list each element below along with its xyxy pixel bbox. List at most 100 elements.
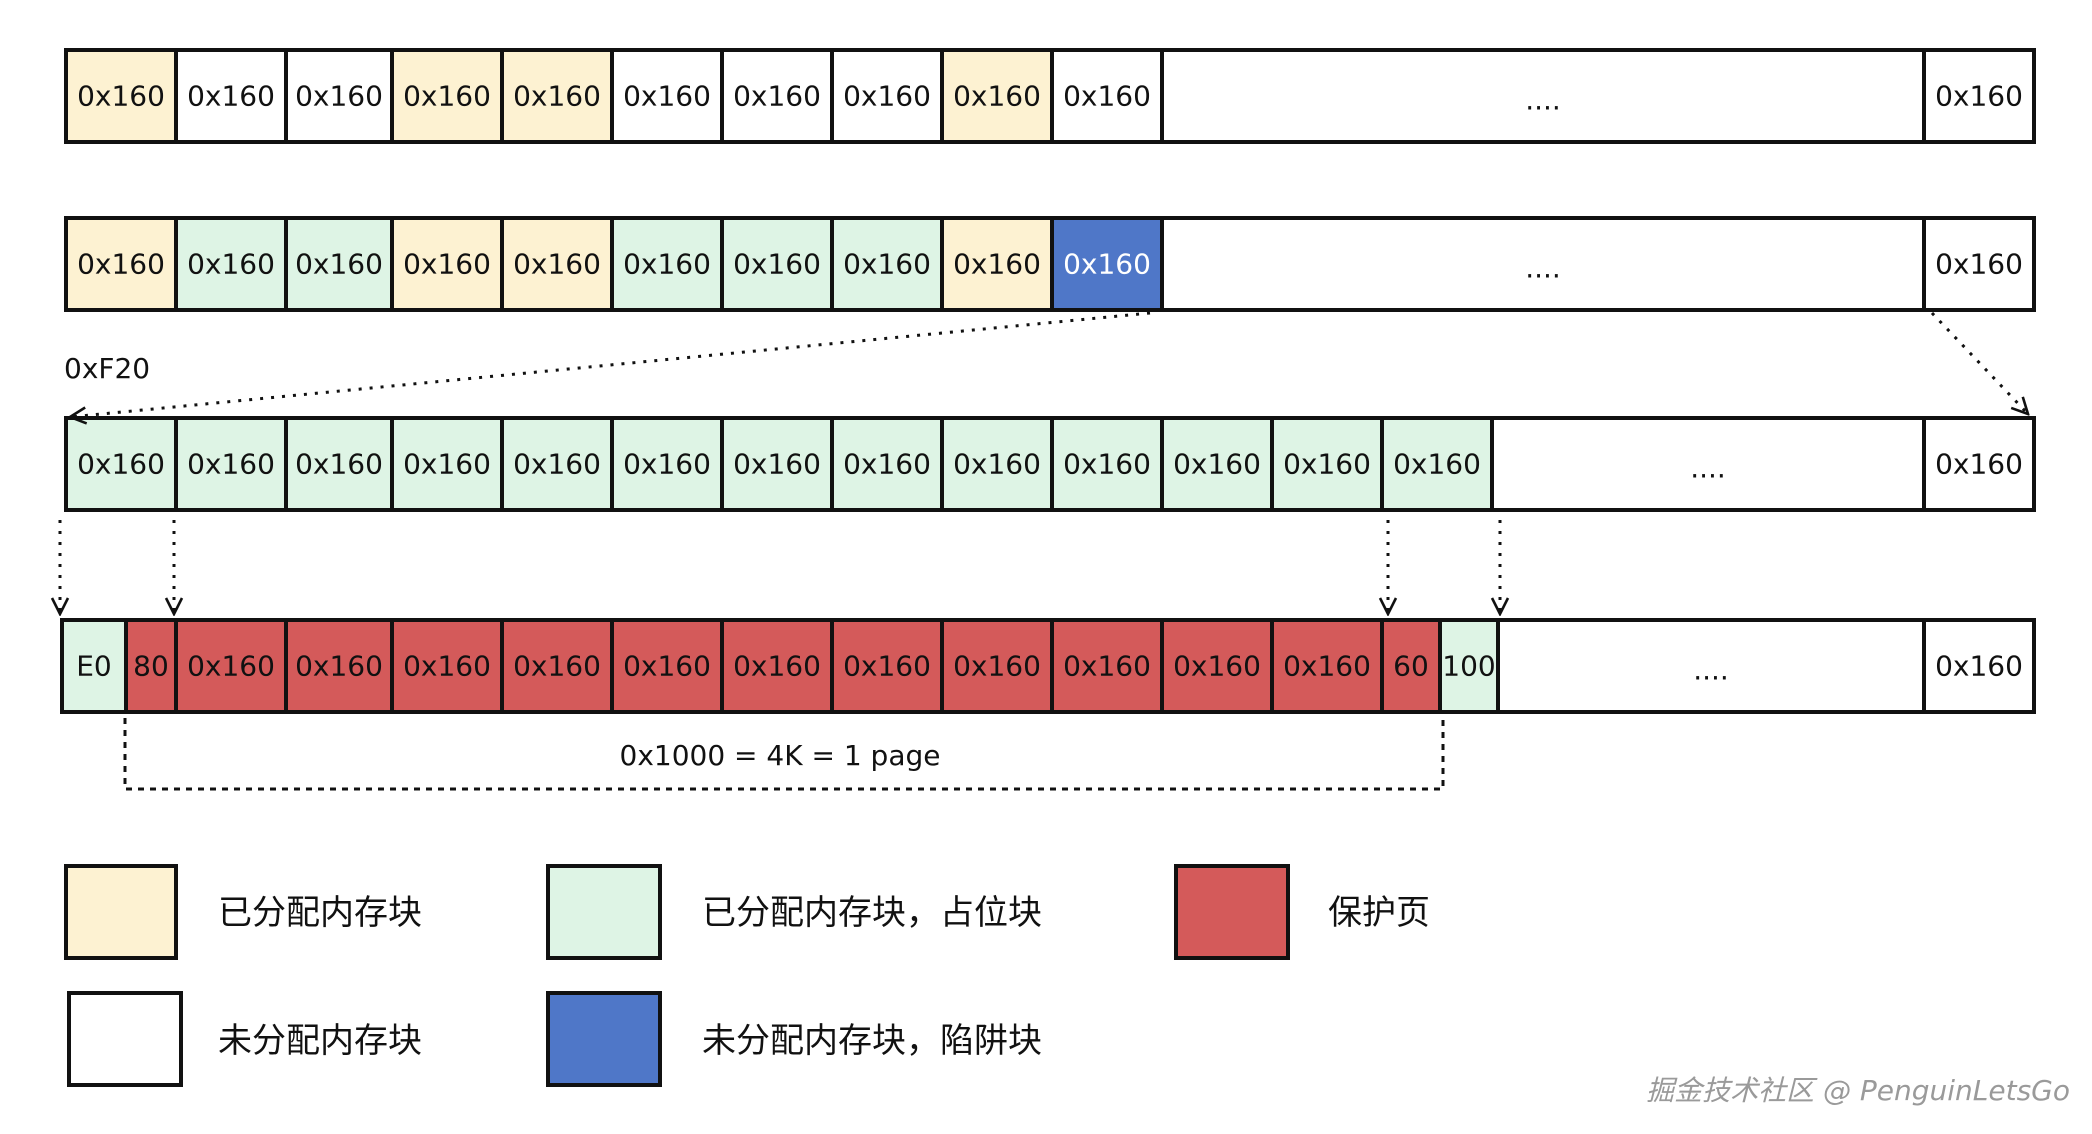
memory-block-label: 0x160 <box>843 448 931 481</box>
memory-block-guard <box>1050 618 1164 714</box>
offset-label: 0xF20 <box>64 352 150 385</box>
memory-block-label: 0x160 <box>733 650 821 683</box>
memory-block-label: 0x160 <box>1935 80 2023 113</box>
memory-block-label: 0x160 <box>187 650 275 683</box>
memory-block-free <box>1490 416 1926 512</box>
memory-block-label: 0x160 <box>77 80 165 113</box>
memory-block-label: 0x160 <box>1935 448 2023 481</box>
memory-block-label: 0x160 <box>733 80 821 113</box>
memory-block-placeholder <box>1380 416 1494 512</box>
memory-block-label: 0x160 <box>953 448 1041 481</box>
memory-block-placeholder <box>174 216 288 312</box>
memory-block-label: 0x160 <box>733 248 821 281</box>
memory-block-label: 0x160 <box>187 448 275 481</box>
memory-block-free <box>1050 48 1164 144</box>
memory-block-guard <box>174 618 288 714</box>
memory-block-label: 0x160 <box>403 650 491 683</box>
memory-block-label: 0x160 <box>295 448 383 481</box>
legend-swatch-free <box>67 991 183 1087</box>
memory-block-guard <box>1160 618 1274 714</box>
memory-block-placeholder <box>64 416 178 512</box>
memory-block-label: 0x160 <box>843 650 931 683</box>
memory-block-label: 0x160 <box>295 248 383 281</box>
legend-label-allocated: 已分配内存块 <box>218 893 422 933</box>
memory-block-label: 0x160 <box>953 80 1041 113</box>
memory-block-label: 0x160 <box>295 80 383 113</box>
legend-label-free: 未分配内存块 <box>218 1021 422 1061</box>
memory-block-allocated <box>500 216 614 312</box>
memory-block-label: 0x160 <box>513 650 601 683</box>
memory-block-free <box>1922 216 2036 312</box>
legend-swatch-trap <box>546 991 662 1087</box>
memory-block-trap <box>1050 216 1164 312</box>
memory-block-placeholder <box>720 416 834 512</box>
memory-block-label: E0 <box>76 650 112 683</box>
memory-block-label: 0x160 <box>1283 448 1371 481</box>
memory-block-label: 0x160 <box>77 448 165 481</box>
memory-block-label: 0x160 <box>1063 80 1151 113</box>
memory-block-label: 0x160 <box>623 650 711 683</box>
memory-block-label: 0x160 <box>513 248 601 281</box>
memory-block-label: 0x160 <box>1063 248 1151 281</box>
memory-block-label: 0x160 <box>1173 650 1261 683</box>
memory-block-placeholder <box>1160 416 1274 512</box>
memory-block-free <box>1496 618 1926 714</box>
memory-block-guard <box>720 618 834 714</box>
memory-block-label: 0x160 <box>403 448 491 481</box>
legend-swatch-placeholder <box>546 864 662 960</box>
memory-row-4: E0 80 0x160 0x160 0x160 0x160 0x160 0x160 0x160 0… <box>60 618 2036 714</box>
memory-block-allocated <box>940 216 1054 312</box>
connectors <box>60 311 2028 791</box>
memory-block-label: 0x160 <box>1173 448 1261 481</box>
memory-block-free <box>1922 416 2036 512</box>
memory-block-placeholder <box>830 216 944 312</box>
memory-block-label: 0x160 <box>623 248 711 281</box>
memory-block-allocated <box>64 48 178 144</box>
memory-block-placeholder <box>720 216 834 312</box>
memory-block-label: 0x160 <box>1063 650 1151 683</box>
memory-block-guard <box>124 618 178 714</box>
memory-rows: 0x160 0x160 0x160 0x160 0x160 0x160 0x160 0x160… <box>60 48 2036 714</box>
legend-swatch-guard <box>1174 864 1290 960</box>
memory-block-guard <box>500 618 614 714</box>
memory-block-label: 0x160 <box>843 248 931 281</box>
memory-block-label: 0x160 <box>953 650 1041 683</box>
memory-block-placeholder <box>500 416 614 512</box>
memory-block-label: .... <box>1690 452 1726 485</box>
memory-block-label: .... <box>1525 84 1561 117</box>
memory-block-free <box>174 48 288 144</box>
legend-label-guard: 保护页 <box>1328 893 1430 933</box>
memory-block-allocated <box>940 48 1054 144</box>
memory-row-3: 0x160 0x160 0x160 0x160 0x160 0x160 0x160 0x160… <box>64 416 2036 512</box>
memory-block-label: 0x160 <box>187 80 275 113</box>
legend-label-trap: 未分配内存块，陷阱块 <box>702 1021 1042 1061</box>
memory-block-label: 60 <box>1393 650 1429 683</box>
memory-block-label: 0x160 <box>403 248 491 281</box>
memory-block-label: 0x160 <box>513 448 601 481</box>
memory-block-allocated <box>390 216 504 312</box>
memory-block-placeholder <box>60 618 128 714</box>
memory-block-label: 0x160 <box>1283 650 1371 683</box>
memory-block-free <box>1922 618 2036 714</box>
memory-block-free <box>284 48 394 144</box>
page-size-label: 0x1000 = 4K = 1 page <box>620 739 941 772</box>
memory-block-label: .... <box>1525 252 1561 285</box>
watermark: 掘金技术社区 @ PenguinLetsGo <box>1646 1074 2070 1107</box>
memory-block-label: 0x160 <box>953 248 1041 281</box>
memory-block-placeholder <box>284 416 394 512</box>
memory-block-allocated <box>64 216 178 312</box>
legend-swatch-allocated <box>64 864 178 960</box>
memory-block-guard <box>610 618 724 714</box>
memory-block-label: 0x160 <box>733 448 821 481</box>
memory-block-free <box>720 48 834 144</box>
memory-block-free <box>1922 48 2036 144</box>
memory-block-label: 0x160 <box>623 448 711 481</box>
memory-block-label: 0x160 <box>1393 448 1481 481</box>
memory-block-label: 80 <box>133 650 169 683</box>
memory-block-label: 0x160 <box>295 650 383 683</box>
end-to-end-arrow <box>1930 311 2028 414</box>
memory-row-2: 0x160 0x160 0x160 0x160 0x160 0x160 0x160 0x160… <box>64 216 2036 312</box>
memory-block-free <box>610 48 724 144</box>
